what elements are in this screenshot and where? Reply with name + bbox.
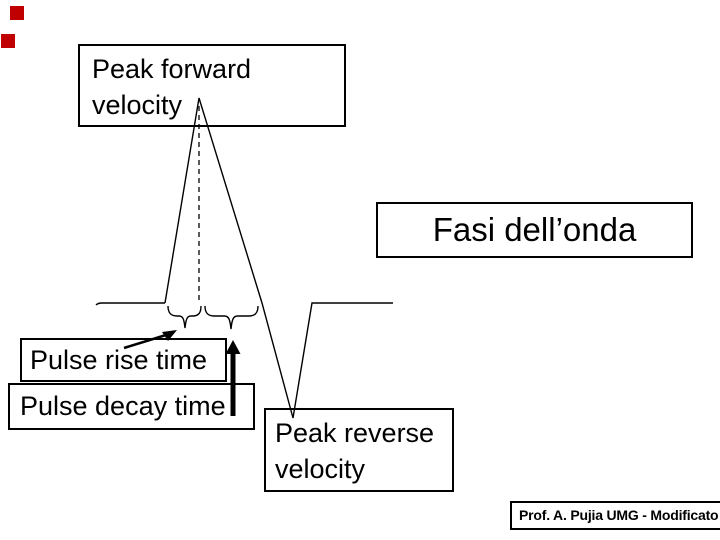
- pulse-rise-time-label: Pulse rise time: [20, 338, 227, 382]
- pulse-decay-time-label: Pulse decay time: [8, 383, 255, 430]
- fasi-dellonda-title: Fasi dell’onda: [376, 202, 693, 258]
- red-square-decoration-2: [1, 34, 15, 48]
- footer-credit-label: Prof. A. Pujia UMG - Modificato: [510, 501, 720, 530]
- red-square-decoration-1: [10, 6, 24, 20]
- peak-forward-velocity-label: Peak forward velocity: [78, 44, 346, 127]
- peak-reverse-velocity-label: Peak reverse velocity: [264, 408, 454, 492]
- waveform-baseline-left: [95, 302, 165, 306]
- rise-time-brace: [167, 305, 202, 329]
- decay-time-brace: [204, 305, 259, 330]
